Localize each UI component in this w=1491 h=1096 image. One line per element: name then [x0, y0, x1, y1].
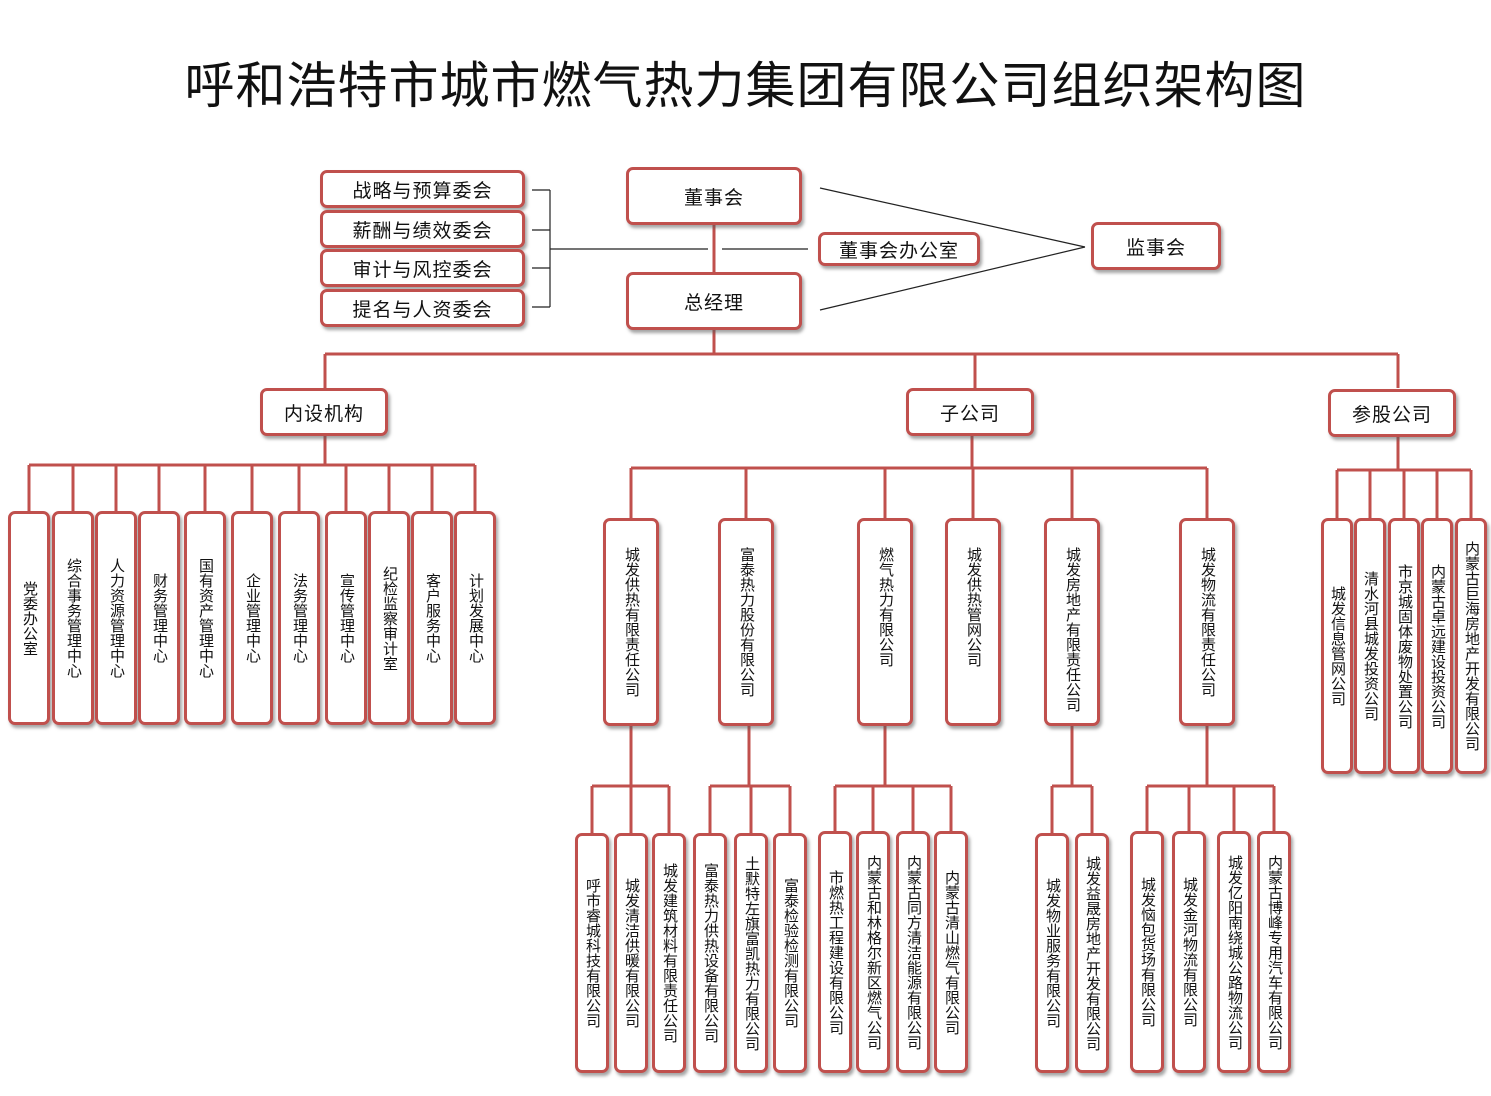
sub-subsidiary: 富泰检验检测有限公司: [773, 833, 807, 1073]
sub-subsidiary: 土默特左旗富凯热力有限公司: [734, 833, 768, 1073]
sub-subsidiary: 城发恼包货场有限公司: [1130, 831, 1164, 1073]
affiliate: 城发信息管网公司: [1321, 518, 1353, 774]
internal-unit: 纪检监察审计室: [368, 511, 410, 725]
internal-units-header: 内设机构: [260, 388, 388, 436]
subsidiary: 富泰热力股份有限公司: [718, 518, 774, 726]
sub-subsidiary: 内蒙古清山燃气有限公司: [934, 831, 968, 1073]
thin-connectors: [532, 187, 1086, 311]
committee-strategy-budget: 战略与预算委会: [320, 170, 525, 208]
sub-subsidiary: 呼市睿城科技有限公司: [575, 833, 609, 1073]
sub-subsidiary: 富泰热力供热设备有限公司: [693, 833, 727, 1073]
sub-subsidiary: 内蒙古博峰专用汽车有限公司: [1257, 831, 1291, 1073]
board-office-box: 董事会办公室: [818, 232, 980, 266]
subsidiaries-header: 子公司: [906, 388, 1034, 436]
committee-audit-risk: 审计与风控委会: [320, 249, 525, 287]
sub-subsidiary: 市燃热工程建设有限公司: [818, 831, 852, 1073]
internal-unit: 宣传管理中心: [325, 511, 367, 725]
supervisory-board-box: 监事会: [1091, 222, 1221, 270]
committee-nomination-hr: 提名与人资委会: [320, 289, 525, 327]
sub-subsidiary: 城发金河物流有限公司: [1172, 831, 1206, 1073]
sub-subsidiary: 城发益晟房地产开发有限公司: [1075, 833, 1109, 1073]
sub-subsidiary: 城发物业服务有限公司: [1035, 833, 1069, 1073]
internal-unit: 国有资产管理中心: [184, 511, 226, 725]
sub-subsidiary: 内蒙古和林格尔新区燃气公司: [856, 831, 890, 1073]
affiliate: 清水河县城发投资公司: [1354, 518, 1386, 774]
sub-subsidiary: 城发清洁供暖有限公司: [614, 833, 648, 1073]
supervisor-link-gm: [819, 246, 1086, 311]
general-manager-box: 总经理: [626, 272, 802, 330]
internal-unit: 法务管理中心: [278, 511, 320, 725]
subsidiary: 燃气热力有限公司: [857, 518, 913, 726]
subsidiary: 城发供热管网公司: [945, 518, 1001, 726]
internal-unit: 计划发展中心: [454, 511, 496, 725]
board-box: 董事会: [626, 167, 802, 225]
subsidiary: 城发供热有限责任公司: [603, 518, 659, 726]
internal-unit: 人力资源管理中心: [95, 511, 137, 725]
affiliate: 内蒙古卓远建设投资公司: [1421, 518, 1453, 774]
internal-unit: 综合事务管理中心: [52, 511, 94, 725]
sub-subsidiary: 内蒙古同方清洁能源有限公司: [896, 831, 930, 1073]
subsidiary: 城发物流有限责任公司: [1179, 518, 1235, 726]
internal-unit: 财务管理中心: [138, 511, 180, 725]
internal-unit: 客户服务中心: [411, 511, 453, 725]
sub-subsidiary: 城发建筑材料有限责任公司: [652, 833, 686, 1073]
affiliate: 市京城固体废物处置公司: [1388, 518, 1420, 774]
internal-unit: 企业管理中心: [231, 511, 273, 725]
affiliates-header: 参股公司: [1328, 389, 1456, 437]
chart-title: 呼和浩特市城市燃气热力集团有限公司组织架构图: [184, 57, 1307, 115]
committee-compensation-performance: 薪酬与绩效委会: [320, 210, 525, 248]
red-connectors: [27, 225, 1473, 833]
sub-subsidiary: 城发亿阳南绕城公路物流公司: [1217, 831, 1251, 1073]
subsidiary: 城发房地产有限责任公司: [1044, 518, 1100, 726]
affiliate: 内蒙古巨海房地产开发有限公司: [1455, 518, 1487, 774]
internal-unit: 党委办公室: [8, 511, 50, 725]
supervisor-link-board: [819, 187, 1086, 248]
